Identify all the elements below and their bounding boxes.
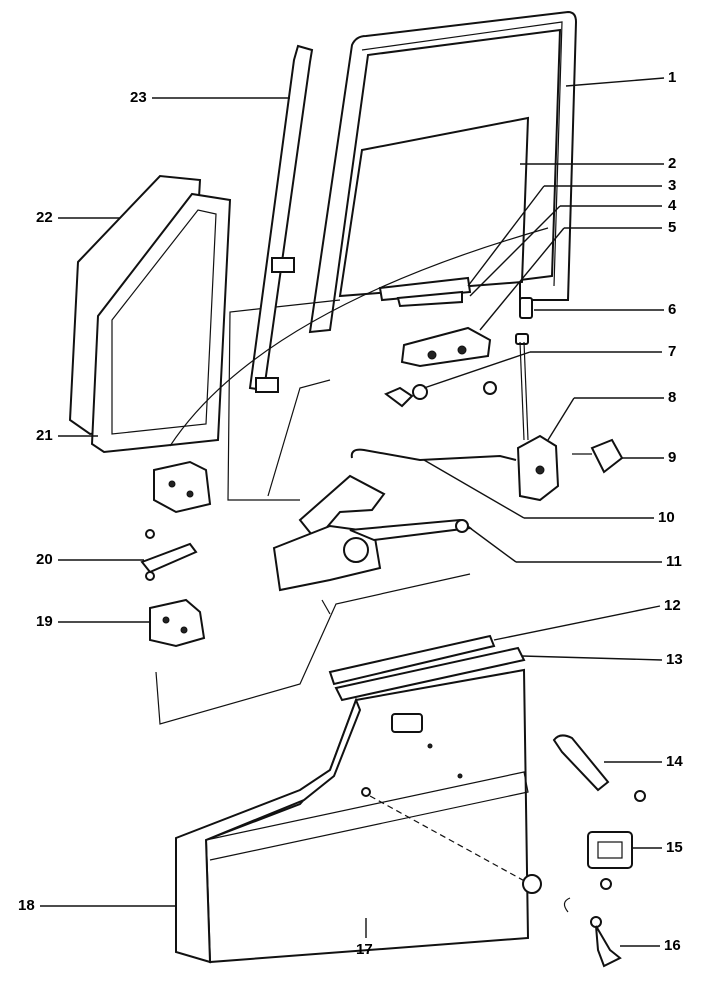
part-rod-clip bbox=[384, 381, 497, 408]
part-window-crank bbox=[590, 916, 622, 968]
callout-19: 19 bbox=[36, 613, 53, 630]
callout-16: 16 bbox=[664, 937, 681, 954]
part-weatherstrip bbox=[328, 634, 526, 702]
callout-1: 1 bbox=[668, 69, 677, 86]
part-washer bbox=[522, 874, 542, 894]
part-lock-mechanism bbox=[400, 326, 492, 368]
callout-14: 14 bbox=[666, 753, 683, 770]
part-window-regulator bbox=[272, 474, 473, 615]
part-glass-channel bbox=[378, 276, 472, 308]
part-door-check bbox=[140, 529, 198, 581]
part-door-latch bbox=[516, 341, 560, 502]
callout-13: 13 bbox=[666, 651, 683, 668]
assembly-guide-line-2 bbox=[155, 573, 471, 725]
part-clip-2 bbox=[515, 333, 529, 345]
callout-10: 10 bbox=[658, 509, 675, 526]
callout-17: 17 bbox=[356, 941, 373, 958]
part-run-channel bbox=[248, 44, 314, 393]
part-vent-window bbox=[68, 174, 232, 454]
part-clip bbox=[519, 297, 533, 319]
callout-15: 15 bbox=[666, 839, 683, 856]
part-clip-ring bbox=[563, 897, 571, 913]
callout-7: 7 bbox=[668, 343, 677, 360]
callout-20: 20 bbox=[36, 551, 53, 568]
part-arm-rest bbox=[552, 734, 646, 802]
callout-8: 8 bbox=[668, 389, 677, 406]
part-linkage-rod bbox=[350, 448, 517, 462]
door-panel-outline bbox=[227, 299, 341, 501]
part-backing-board bbox=[175, 697, 362, 964]
part-lower-hinge bbox=[149, 598, 206, 648]
part-upper-hinge bbox=[153, 460, 212, 514]
callout-3: 3 bbox=[668, 177, 677, 194]
callout-18: 18 bbox=[18, 897, 35, 914]
callout-11: 11 bbox=[666, 553, 682, 570]
part-escutcheon bbox=[587, 831, 633, 890]
callout-5: 5 bbox=[668, 219, 677, 236]
callout-4: 4 bbox=[668, 197, 677, 214]
callout-12: 12 bbox=[664, 597, 681, 614]
callout-9: 9 bbox=[668, 449, 677, 466]
callout-23: 23 bbox=[130, 89, 147, 106]
callout-2: 2 bbox=[668, 155, 677, 172]
callout-22: 22 bbox=[36, 209, 53, 226]
assembly-guide-line bbox=[169, 227, 549, 447]
part-window-glass bbox=[338, 116, 530, 298]
leader-lines bbox=[40, 77, 665, 947]
part-striker bbox=[572, 438, 624, 474]
part-door-frame bbox=[308, 10, 578, 334]
callout-21: 21 bbox=[36, 427, 53, 444]
callout-6: 6 bbox=[668, 301, 677, 318]
